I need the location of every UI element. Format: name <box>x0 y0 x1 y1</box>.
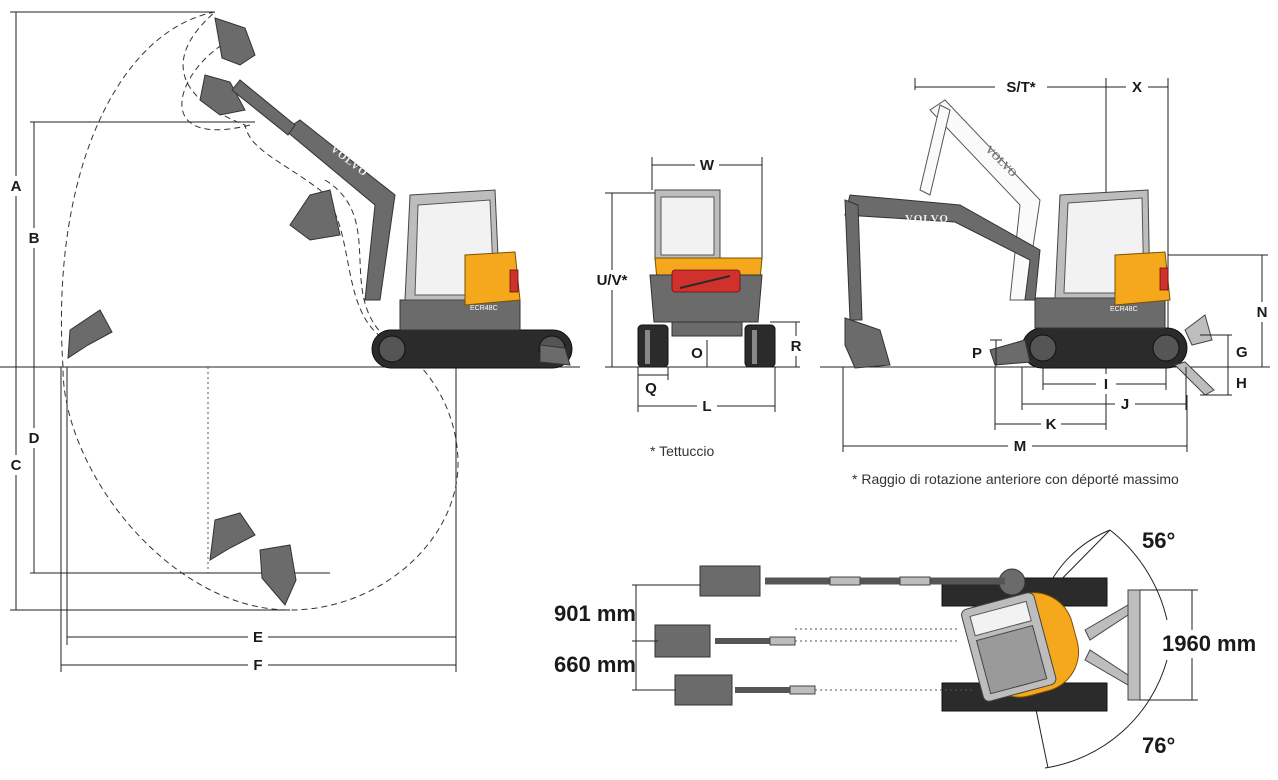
bucket-ground <box>67 309 113 359</box>
side-view-diagram: S/T* X VOLVO ECR48C VOLVO <box>820 77 1272 487</box>
bucket-curl <box>289 189 341 241</box>
excavator-rear <box>637 189 776 368</box>
boom-ghost <box>929 99 1041 301</box>
dim-d-label: D <box>29 430 40 447</box>
dim-r-label: R <box>791 338 802 355</box>
track-width-label: 1960 mm <box>1162 631 1256 656</box>
dozer-blade-side <box>989 339 1031 366</box>
bucket-high <box>199 74 246 116</box>
engine-cover-left <box>464 251 521 306</box>
dim-f-label: F <box>253 657 262 674</box>
arm-offset-bottom <box>674 674 975 706</box>
dim-st-label: S/T* <box>1006 79 1035 96</box>
dim-n-label: N <box>1257 304 1268 321</box>
dozer-blade-left <box>539 344 571 366</box>
offset-right-label: 660 mm <box>554 652 636 677</box>
arm-side <box>844 199 863 321</box>
dim-p-label: P <box>972 345 982 362</box>
track-rear-right <box>744 324 776 368</box>
angle-right-label: 76° <box>1142 733 1175 758</box>
dozer-blade-top <box>1127 589 1141 701</box>
dim-c-label: C <box>11 457 22 474</box>
arm-offset-top <box>699 565 1005 597</box>
offset-left-label: 901 mm <box>554 601 636 626</box>
top-view-diagram: 56° 76° <box>554 528 1272 769</box>
dim-b-label: B <box>29 230 40 247</box>
track-rear-left <box>637 324 669 368</box>
working-range-diagram: A B C D E F <box>0 11 580 675</box>
svg-text:ECR48C: ECR48C <box>1110 306 1138 313</box>
dim-x-label: X <box>1132 79 1142 96</box>
boom-side <box>844 194 1041 301</box>
angle-left-label: 56° <box>1142 528 1175 553</box>
dim-l-label: L <box>702 398 711 415</box>
bucket-dig-1 <box>209 512 256 561</box>
dim-e-label: E <box>253 629 263 646</box>
arm-left <box>231 79 296 136</box>
dim-i-label: I <box>1104 376 1108 393</box>
dim-k-label: K <box>1046 416 1057 433</box>
bucket-side <box>844 317 891 369</box>
dim-m-label: M <box>1014 438 1027 455</box>
dim-h-label: H <box>1236 375 1247 392</box>
dim-j-label: J <box>1121 396 1129 413</box>
excavator-side-right: ECR48C VOLVO <box>844 189 1215 396</box>
bucket-dig-2 <box>259 544 297 606</box>
rear-view-diagram: W U/V* R O Q <box>590 155 806 459</box>
svg-text:VOLVO: VOLVO <box>905 213 949 225</box>
dim-uv-label: U/V* <box>597 272 628 289</box>
bucket-top <box>214 17 256 66</box>
svg-text:ECR48C: ECR48C <box>470 305 498 312</box>
dim-w-label: W <box>700 157 715 174</box>
side-view-note: * Raggio di rotazione anteriore con dépo… <box>852 471 1179 487</box>
excavator-side-left: ECR48C VOLVO <box>231 79 573 369</box>
dim-q-label: Q <box>645 380 657 397</box>
arm-offset-center <box>654 624 960 658</box>
rear-view-note: * Tettuccio <box>650 443 715 459</box>
engine-cover-side <box>1114 251 1171 306</box>
dim-a-label: A <box>11 178 22 195</box>
dim-o-label: O <box>691 345 703 362</box>
dim-g-label: G <box>1236 344 1248 361</box>
